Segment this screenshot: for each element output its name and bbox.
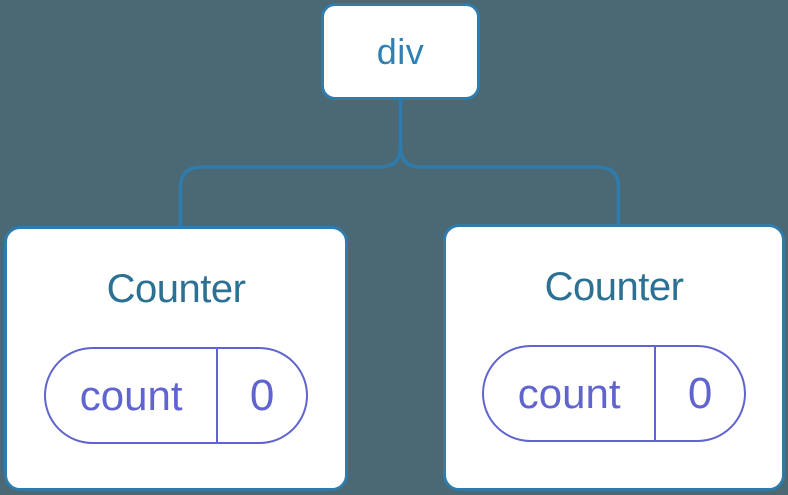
state-key: count <box>517 369 621 417</box>
state-value: 0 <box>687 368 713 418</box>
state-pill: count 0 <box>44 347 308 444</box>
component-title: Counter <box>544 265 684 309</box>
edge-root-to-left-counter <box>178 100 403 232</box>
pill-divider <box>216 349 219 442</box>
root-node: div <box>321 3 480 100</box>
component-title: Counter <box>106 267 246 311</box>
pill-divider <box>654 347 657 440</box>
state-pill: count 0 <box>482 345 746 442</box>
edge-root-to-right-counter <box>398 100 621 232</box>
state-key: count <box>79 371 183 419</box>
root-node-label: div <box>376 30 425 72</box>
component-card-left: Counter count 0 <box>4 226 348 491</box>
state-value: 0 <box>249 370 275 420</box>
component-card-right: Counter count 0 <box>443 224 785 491</box>
